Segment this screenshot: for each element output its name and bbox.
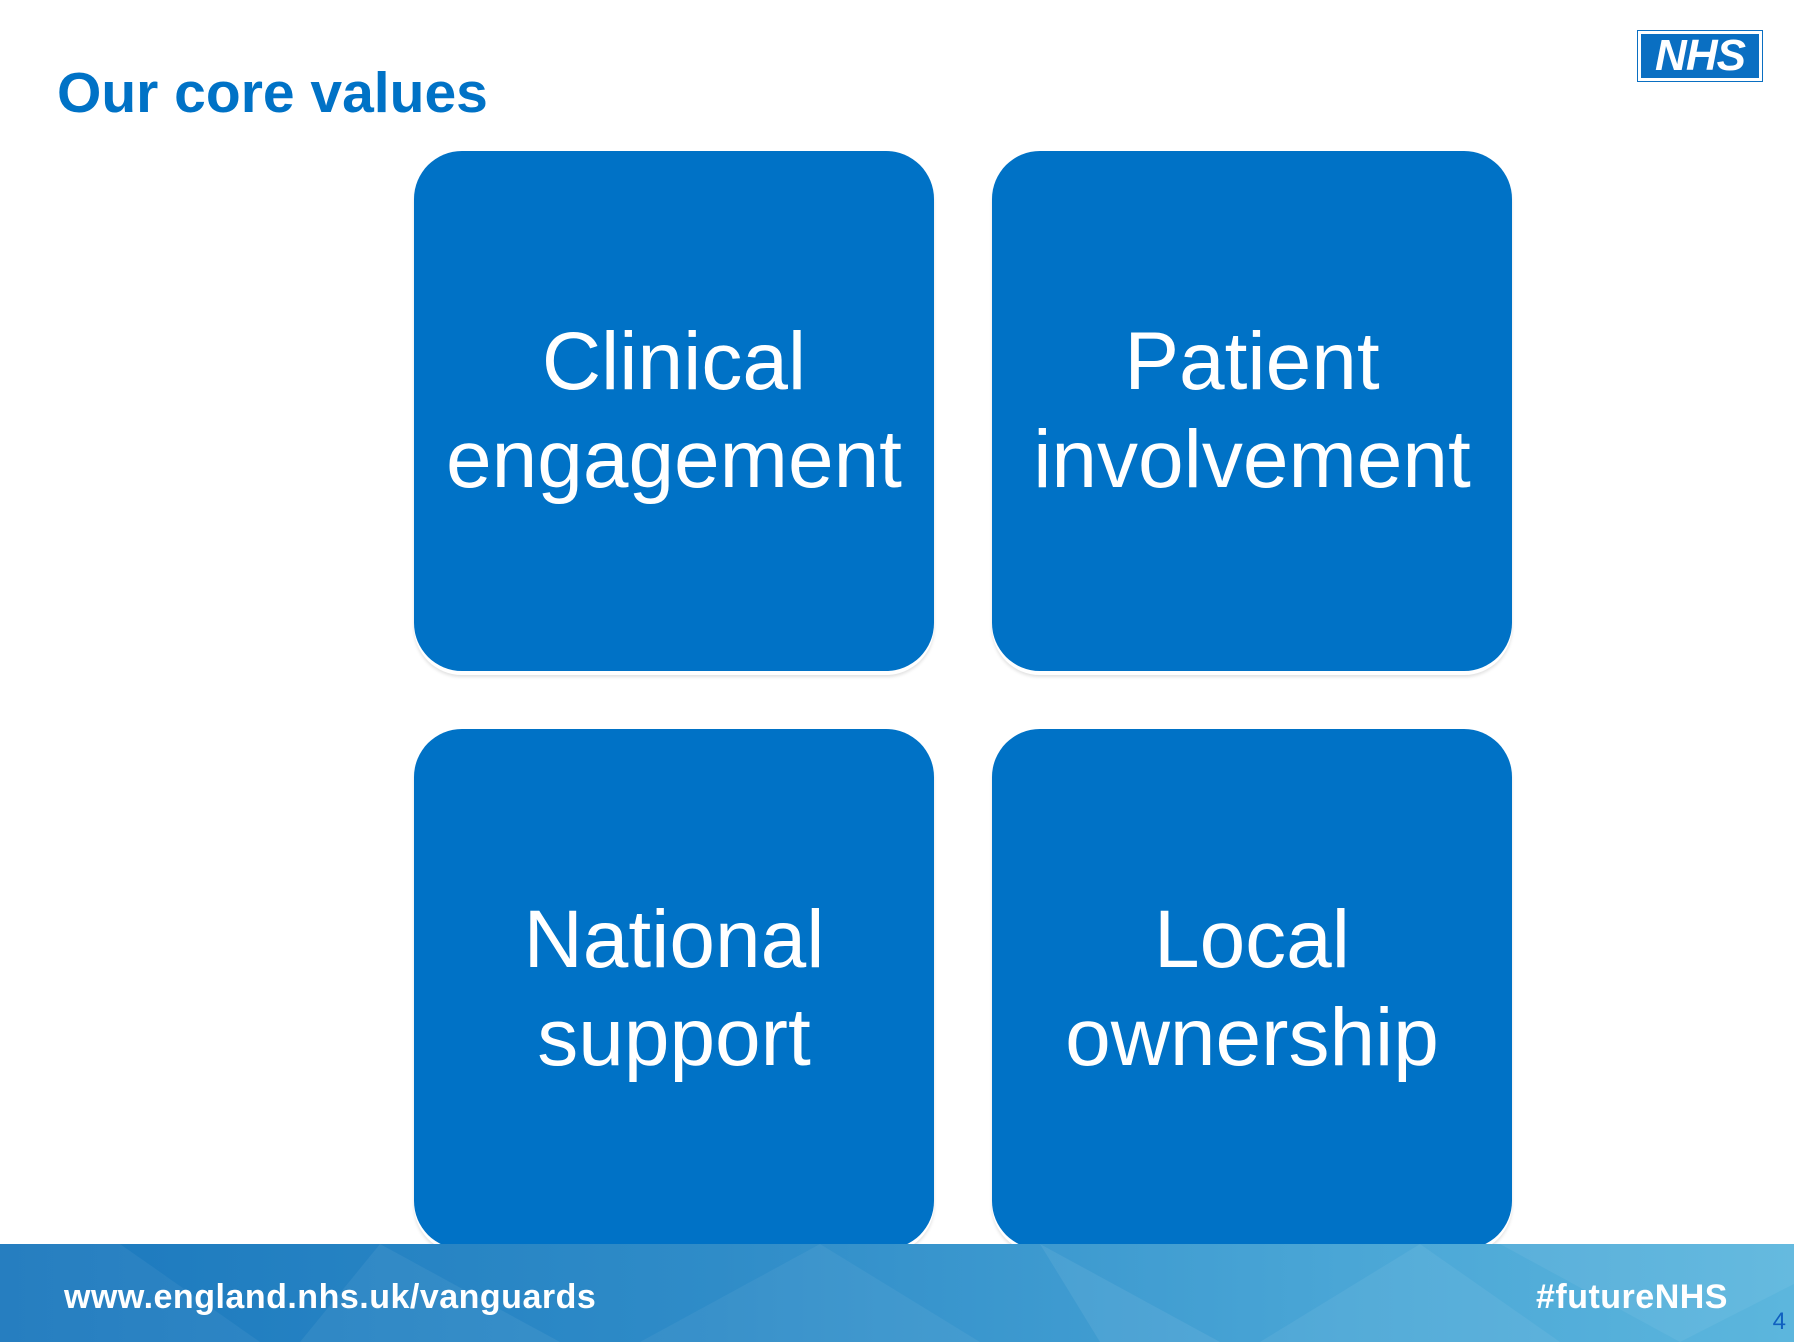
- nhs-logo: NHS: [1637, 30, 1763, 82]
- value-tile-local-ownership: Local ownership: [992, 729, 1512, 1249]
- footer-pattern: [0, 1244, 1794, 1342]
- footer-hashtag: #futureNHS: [1535, 1278, 1728, 1316]
- footer-url: www.england.nhs.uk/vanguards: [64, 1278, 597, 1316]
- value-tile-label: National support: [523, 894, 825, 1083]
- nhs-logo-text: NHS: [1655, 31, 1746, 80]
- value-tile-label: Patient involvement: [1033, 316, 1471, 505]
- page-number: 4: [1772, 1308, 1786, 1335]
- value-tile-clinical-engagement: Clinical engagement: [414, 151, 934, 671]
- value-tile-label: Clinical engagement: [446, 316, 902, 505]
- value-tile-label: Local ownership: [1065, 894, 1439, 1083]
- value-tile-patient-involvement: Patient involvement: [992, 151, 1512, 671]
- footer-banner: www.england.nhs.uk/vanguards #futureNHS …: [0, 1244, 1794, 1342]
- slide-title: Our core values: [57, 61, 488, 125]
- value-tile-national-support: National support: [414, 729, 934, 1249]
